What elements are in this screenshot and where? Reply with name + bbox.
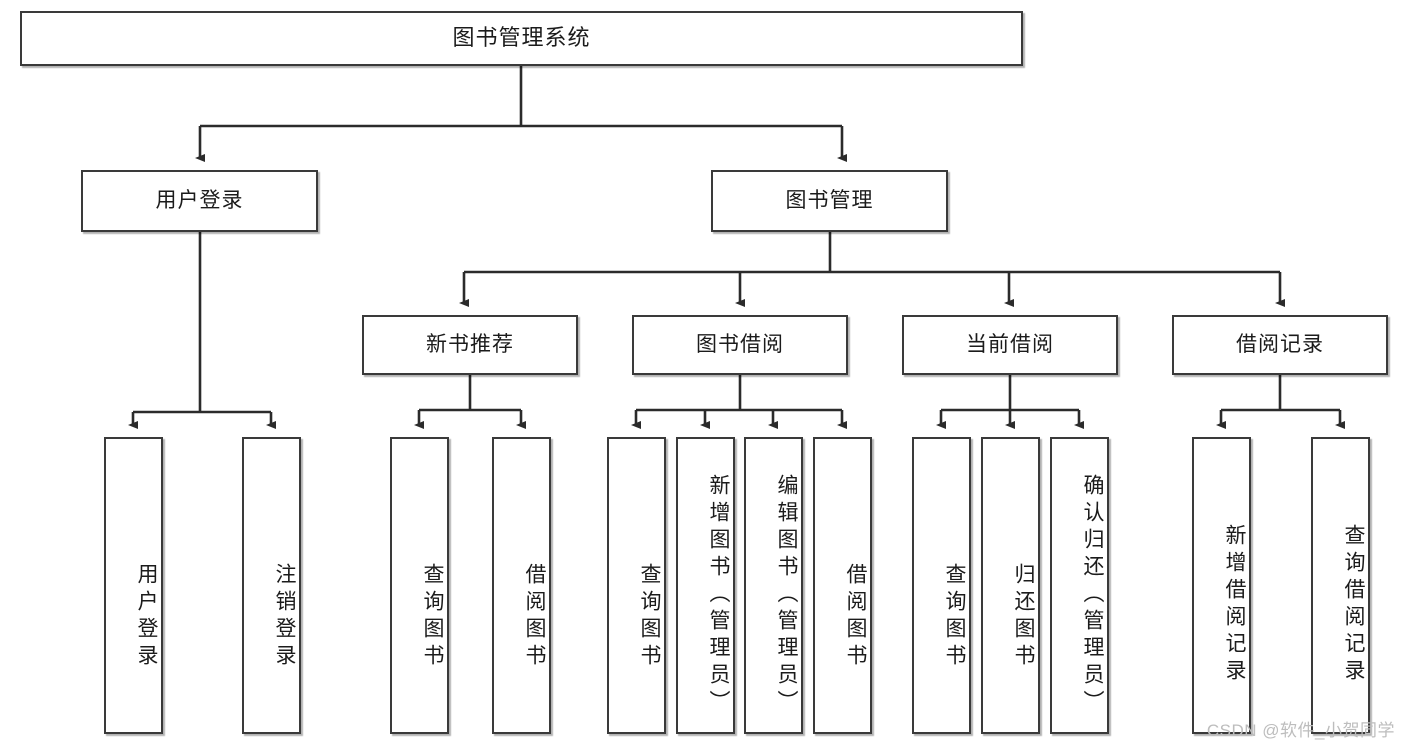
leaf-current-borrow-query-book[interactable]: 查询图书	[912, 437, 971, 734]
leaf-book-borrow-edit-book-admin[interactable]: 编辑图书（管理员）	[744, 437, 803, 734]
node-current-borrow[interactable]: 当前借阅	[902, 315, 1118, 375]
leaf-book-borrow-borrow-book[interactable]: 借阅图书	[813, 437, 872, 734]
leaf-book-borrow-add-book-admin[interactable]: 新增图书（管理员）	[676, 437, 735, 734]
csdn-watermark: CSDN @软件_小贺同学	[1206, 721, 1395, 740]
node-book-borrow[interactable]: 图书借阅	[632, 315, 848, 375]
leaf-book-borrow-query-book[interactable]: 查询图书	[607, 437, 666, 734]
leaf-borrow-record-add-record[interactable]: 新增借阅记录	[1192, 437, 1251, 734]
leaf-borrow-record-query-record[interactable]: 查询借阅记录	[1311, 437, 1370, 734]
node-user-login[interactable]: 用户登录	[81, 170, 318, 232]
node-root[interactable]: 图书管理系统	[20, 11, 1023, 66]
leaf-new-book-borrow-book[interactable]: 借阅图书	[492, 437, 551, 734]
leaf-new-book-query-book[interactable]: 查询图书	[390, 437, 449, 734]
node-borrow-record[interactable]: 借阅记录	[1172, 315, 1388, 375]
leaf-current-borrow-return-book[interactable]: 归还图书	[981, 437, 1040, 734]
leaf-user-login-logout[interactable]: 注销登录	[242, 437, 301, 734]
leaf-current-borrow-confirm-return-admin[interactable]: 确认归还（管理员）	[1050, 437, 1109, 734]
node-book-management[interactable]: 图书管理	[711, 170, 948, 232]
leaf-user-login-login[interactable]: 用户登录	[104, 437, 163, 734]
node-new-book-recommend[interactable]: 新书推荐	[362, 315, 578, 375]
